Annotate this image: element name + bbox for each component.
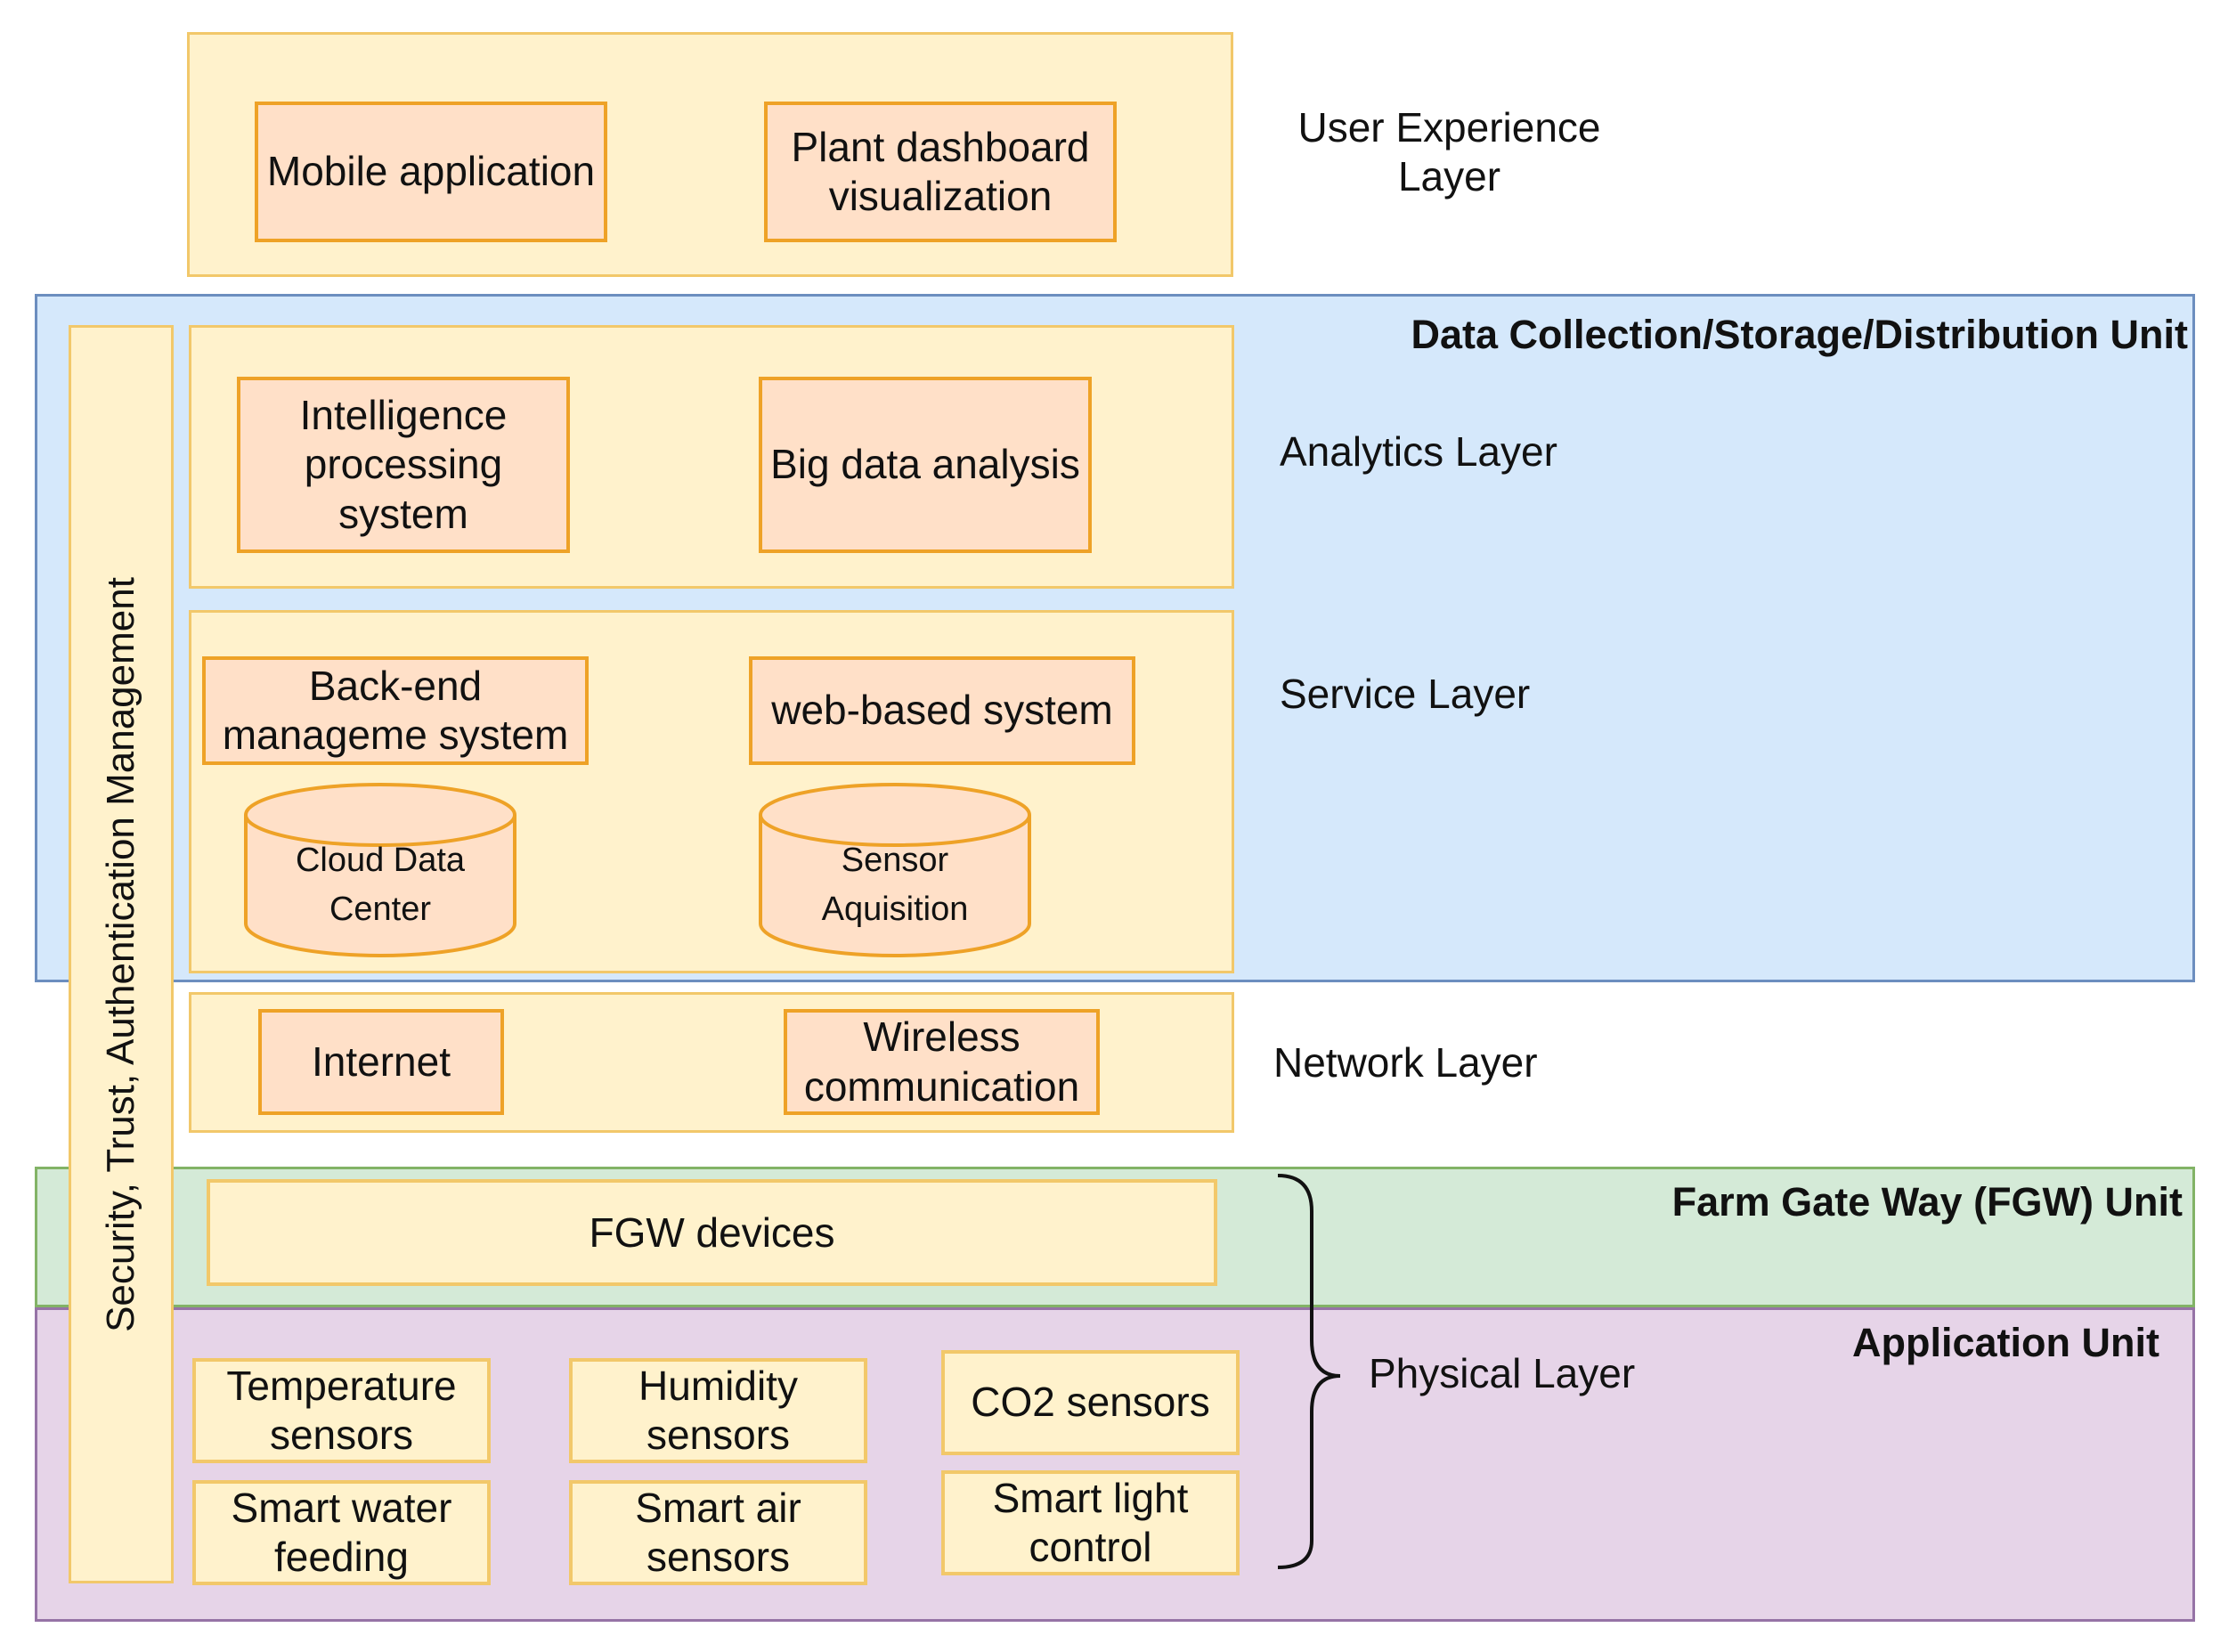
application-unit-label: Application Unit: [1852, 1320, 2159, 1365]
sensor-aquisition-line2: Aquisition: [821, 891, 969, 929]
cylinder-shape: [244, 783, 516, 957]
intelligence-processing-box: Intelligence processing system: [237, 377, 570, 553]
data-unit-label: Data Collection/Storage/Distribution Uni…: [1411, 312, 2188, 357]
co2-sensors-box: CO2 sensors: [941, 1350, 1240, 1455]
security-label: Security, Trust, Authentication Manageme…: [99, 576, 142, 1332]
network-layer-label: Network Layer: [1273, 1039, 1538, 1086]
cylinder-shape: [759, 783, 1031, 957]
analytics-layer-label: Analytics Layer: [1280, 428, 1557, 475]
internet-box: Internet: [258, 1009, 504, 1115]
backend-management-box: Back-end manageme system: [202, 656, 589, 765]
big-data-analysis-box: Big data analysis: [759, 377, 1092, 553]
web-based-system-box: web-based system: [749, 656, 1135, 765]
temperature-sensors-box: Temperature sensors: [192, 1358, 491, 1463]
cloud-data-center-cylinder: Cloud Data Center: [242, 781, 518, 959]
cloud-data-center-line2: Center: [329, 891, 432, 929]
sensor-aquisition-cylinder: Sensor Aquisition: [757, 781, 1033, 959]
physical-layer-label: Physical Layer: [1369, 1350, 1636, 1396]
sensor-aquisition-line1: Sensor: [841, 842, 949, 879]
fgw-unit-label: Farm Gate Way (FGW) Unit: [1671, 1179, 2183, 1225]
physical-layer-brace: [1277, 1174, 1341, 1569]
smart-air-sensors-box: Smart air sensors: [569, 1480, 867, 1585]
smart-water-feeding-box: Smart water feeding: [192, 1480, 491, 1585]
user-experience-layer-label: User Experience Layer: [1297, 104, 1601, 200]
fgw-devices-box: FGW devices: [207, 1179, 1217, 1286]
service-layer-label: Service Layer: [1280, 671, 1531, 717]
wireless-communication-box: Wireless communication: [784, 1009, 1100, 1115]
security-bar: Security, Trust, Authentication Manageme…: [69, 325, 174, 1583]
humidity-sensors-box: Humidity sensors: [569, 1358, 867, 1463]
cloud-data-center-line1: Cloud Data: [295, 842, 466, 879]
mobile-application-box: Mobile application: [255, 102, 607, 242]
smart-light-control-box: Smart light control: [941, 1470, 1240, 1575]
plant-dashboard-box: Plant dashboard visualization: [764, 102, 1117, 242]
